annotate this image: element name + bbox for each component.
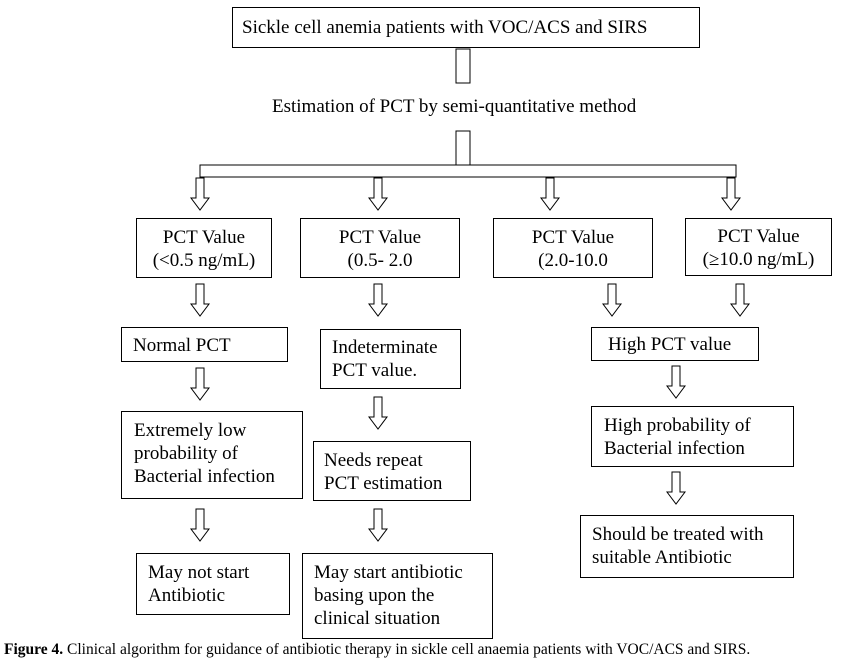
low-arrow-3 [190, 508, 210, 542]
low-arrow-2 [190, 367, 210, 401]
may-start-text: May start antibiotic basing upon the cli… [314, 562, 463, 629]
connector-bar-1 [455, 48, 471, 84]
may-not-start-box [136, 553, 290, 615]
arrows-group [190, 177, 750, 542]
pct-range-text-low: PCT Value (<0.5 ng/mL) [152, 227, 256, 271]
caption-label: Figure 4. [4, 641, 64, 658]
distribution-bar [199, 164, 737, 178]
indeterminate-text: Indeterminate PCT value. [332, 337, 438, 381]
start-text: Sickle cell anemia patients with VOC/ACS… [242, 17, 648, 38]
pct-range-box-mid [300, 218, 460, 278]
connector-bar-2 [455, 130, 471, 166]
caption-text: Clinical algorithm for guidance of antib… [63, 641, 751, 658]
high-probability-text: High probability of Bacterial infection [604, 415, 751, 459]
low-probability-box [121, 411, 303, 499]
mid-arrow-2 [368, 396, 388, 430]
high-arrow-1 [602, 283, 622, 317]
may-start-box [302, 553, 493, 639]
pct-range-box-high [493, 218, 653, 278]
treated-antibiotic-box [580, 515, 794, 578]
high-pct-box [591, 327, 759, 361]
normal-pct-text: Normal PCT [133, 335, 231, 356]
mid-arrow-3 [368, 508, 388, 542]
repeat-estimation-text: Needs repeat PCT estimation [324, 450, 443, 494]
pct-range-text-high: PCT Value (2.0-10.0 [531, 227, 615, 271]
veryhigh-arrow-1 [730, 283, 750, 317]
pct-range-text-mid: PCT Value (0.5- 2.0 [338, 227, 422, 271]
figure-caption: Figure 4. Clinical algorithm for guidanc… [4, 641, 750, 659]
branch-arrow-2 [368, 177, 388, 211]
start-box [232, 7, 700, 48]
repeat-estimation-box [313, 441, 471, 501]
pct-range-text-veryhigh: PCT Value (≥10.0 ng/mL) [702, 226, 815, 270]
high-probability-box [591, 406, 794, 467]
low-arrow-1 [190, 283, 210, 317]
branch-arrow-4 [721, 177, 741, 211]
mid-arrow-1 [368, 283, 388, 317]
branch-arrow-1 [190, 177, 210, 211]
low-probability-text: Extremely low probability of Bacterial i… [134, 420, 275, 487]
pct-range-box-veryhigh [685, 218, 832, 276]
high-pct-text: High PCT value [608, 334, 732, 355]
may-not-start-text: May not start Antibiotic [148, 562, 250, 606]
high-arrow-2 [666, 365, 686, 399]
pct-range-box-low [136, 218, 272, 278]
treated-antibiotic-text: Should be treated with suitable Antibiot… [592, 524, 764, 568]
normal-pct-box [121, 327, 288, 362]
indeterminate-box [320, 329, 461, 389]
high-arrow-3 [666, 471, 686, 505]
estimation-text: Estimation of PCT by semi-quantitative m… [272, 96, 637, 117]
branch-arrow-3 [540, 177, 560, 211]
